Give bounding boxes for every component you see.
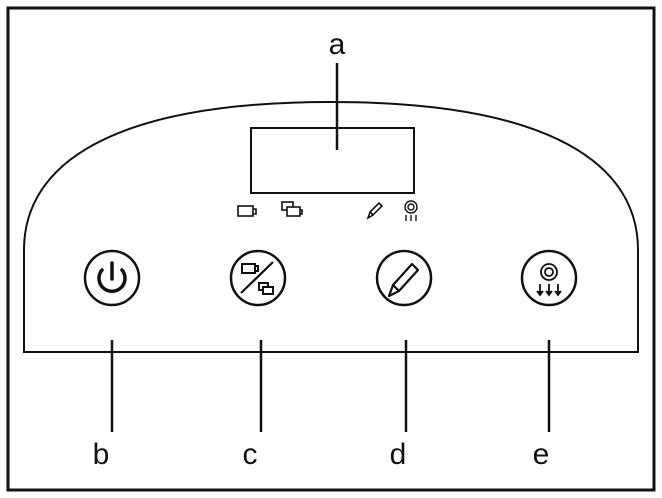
callout-a: a: [328, 28, 346, 61]
callout-d: d: [389, 438, 407, 471]
display-screen: [250, 127, 415, 194]
callout-b: b: [92, 438, 110, 471]
double-cup-icon: [281, 201, 303, 217]
panel-outline: [23, 100, 639, 353]
power-icon: [97, 261, 127, 294]
callout-e: e: [532, 438, 550, 471]
power-button[interactable]: [83, 249, 141, 307]
callout-c: c: [242, 438, 258, 471]
brew-strength-icon: [536, 263, 562, 297]
single-cup-icon: [237, 205, 257, 217]
cup-select-button[interactable]: [229, 249, 287, 307]
cup-toggle-icon: [240, 261, 274, 295]
descale-pen-icon: [387, 262, 420, 298]
brew-strength-icon: [404, 200, 418, 221]
descale-pen-icon: [366, 201, 384, 220]
descale-button[interactable]: [375, 249, 433, 307]
brew-strength-button[interactable]: [520, 249, 578, 307]
figure-border: [6, 6, 656, 492]
